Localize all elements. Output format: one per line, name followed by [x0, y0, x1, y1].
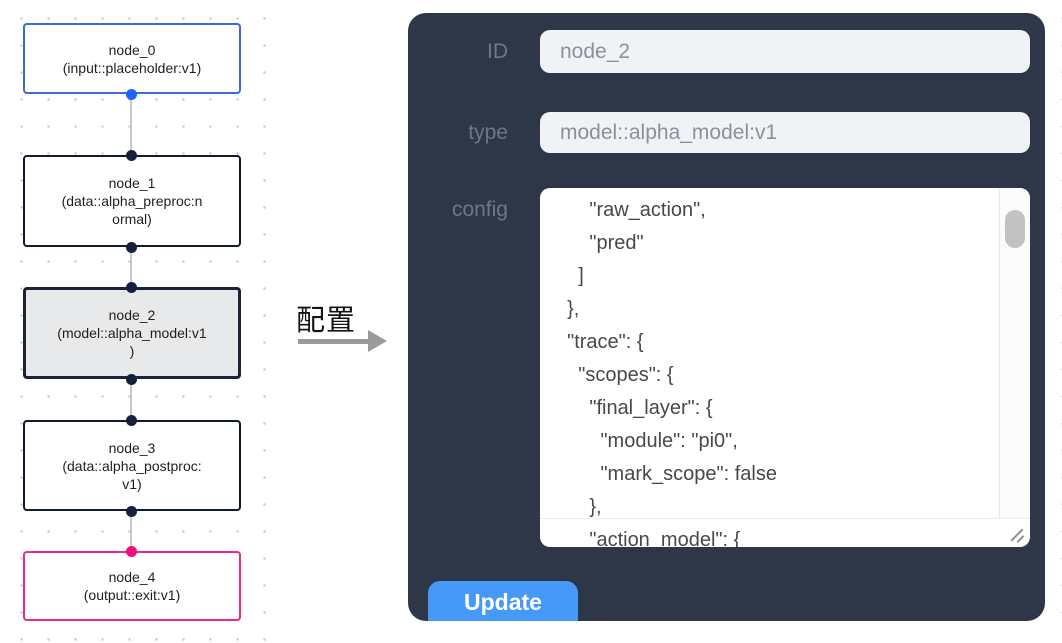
type-field-label: type	[468, 120, 508, 144]
port-node4-top[interactable]	[126, 546, 137, 557]
port-node3-top[interactable]	[126, 415, 137, 426]
edge-node0-node1	[130, 94, 132, 155]
id-field-label: ID	[487, 39, 508, 63]
graph-node-node2-selected[interactable]: node_2 (model::alpha_model:v1 )	[23, 287, 241, 379]
config-textarea[interactable]: "raw_action", "pred" ] }, "trace": { "sc…	[540, 188, 1030, 547]
config-scrollbar-thumb[interactable]	[1005, 210, 1025, 248]
type-field-row: type model::alpha_model:v1	[408, 112, 1045, 153]
config-json-text[interactable]: "raw_action", "pred" ] }, "trace": { "sc…	[567, 199, 777, 547]
edge-node1-node2	[130, 247, 132, 287]
config-field-row: config "raw_action", "pred" ] }, "trace"…	[408, 188, 1045, 547]
config-field-label: config	[451, 198, 508, 221]
config-scrollbar-track[interactable]	[999, 188, 1030, 518]
id-field-row: ID node_2	[408, 30, 1045, 73]
port-node0-bottom[interactable]	[126, 89, 137, 100]
update-button[interactable]: Update	[428, 581, 578, 621]
graph-node-node1[interactable]: node_1 (data::alpha_preproc:n ormal)	[23, 155, 241, 247]
id-input[interactable]: node_2	[540, 30, 1030, 73]
config-hscroll-divider	[540, 518, 1030, 519]
edge-node3-node4	[130, 511, 132, 551]
port-node1-top[interactable]	[126, 150, 137, 161]
type-input[interactable]: model::alpha_model:v1	[540, 112, 1030, 153]
port-node1-bottom[interactable]	[126, 242, 137, 253]
graph-node-node4[interactable]: node_4 (output::exit:v1)	[23, 551, 241, 621]
port-node2-bottom[interactable]	[126, 374, 137, 385]
port-node3-bottom[interactable]	[126, 506, 137, 517]
port-node2-top[interactable]	[126, 282, 137, 293]
node-config-panel: ID node_2 type model::alpha_model:v1 con…	[408, 13, 1045, 621]
textarea-resize-handle-icon[interactable]	[1008, 525, 1026, 543]
edge-node2-node3	[130, 379, 132, 420]
graph-canvas: node_0 (input::placeholder:v1) node_1 (d…	[0, 0, 281, 643]
configure-arrow-head-icon	[368, 330, 387, 352]
configure-arrow-label: 配置	[296, 305, 357, 337]
graph-node-node3[interactable]: node_3 (data::alpha_postproc: v1)	[23, 420, 241, 511]
configure-arrow-shaft	[298, 339, 370, 344]
graph-node-node0[interactable]: node_0 (input::placeholder:v1)	[23, 23, 241, 94]
